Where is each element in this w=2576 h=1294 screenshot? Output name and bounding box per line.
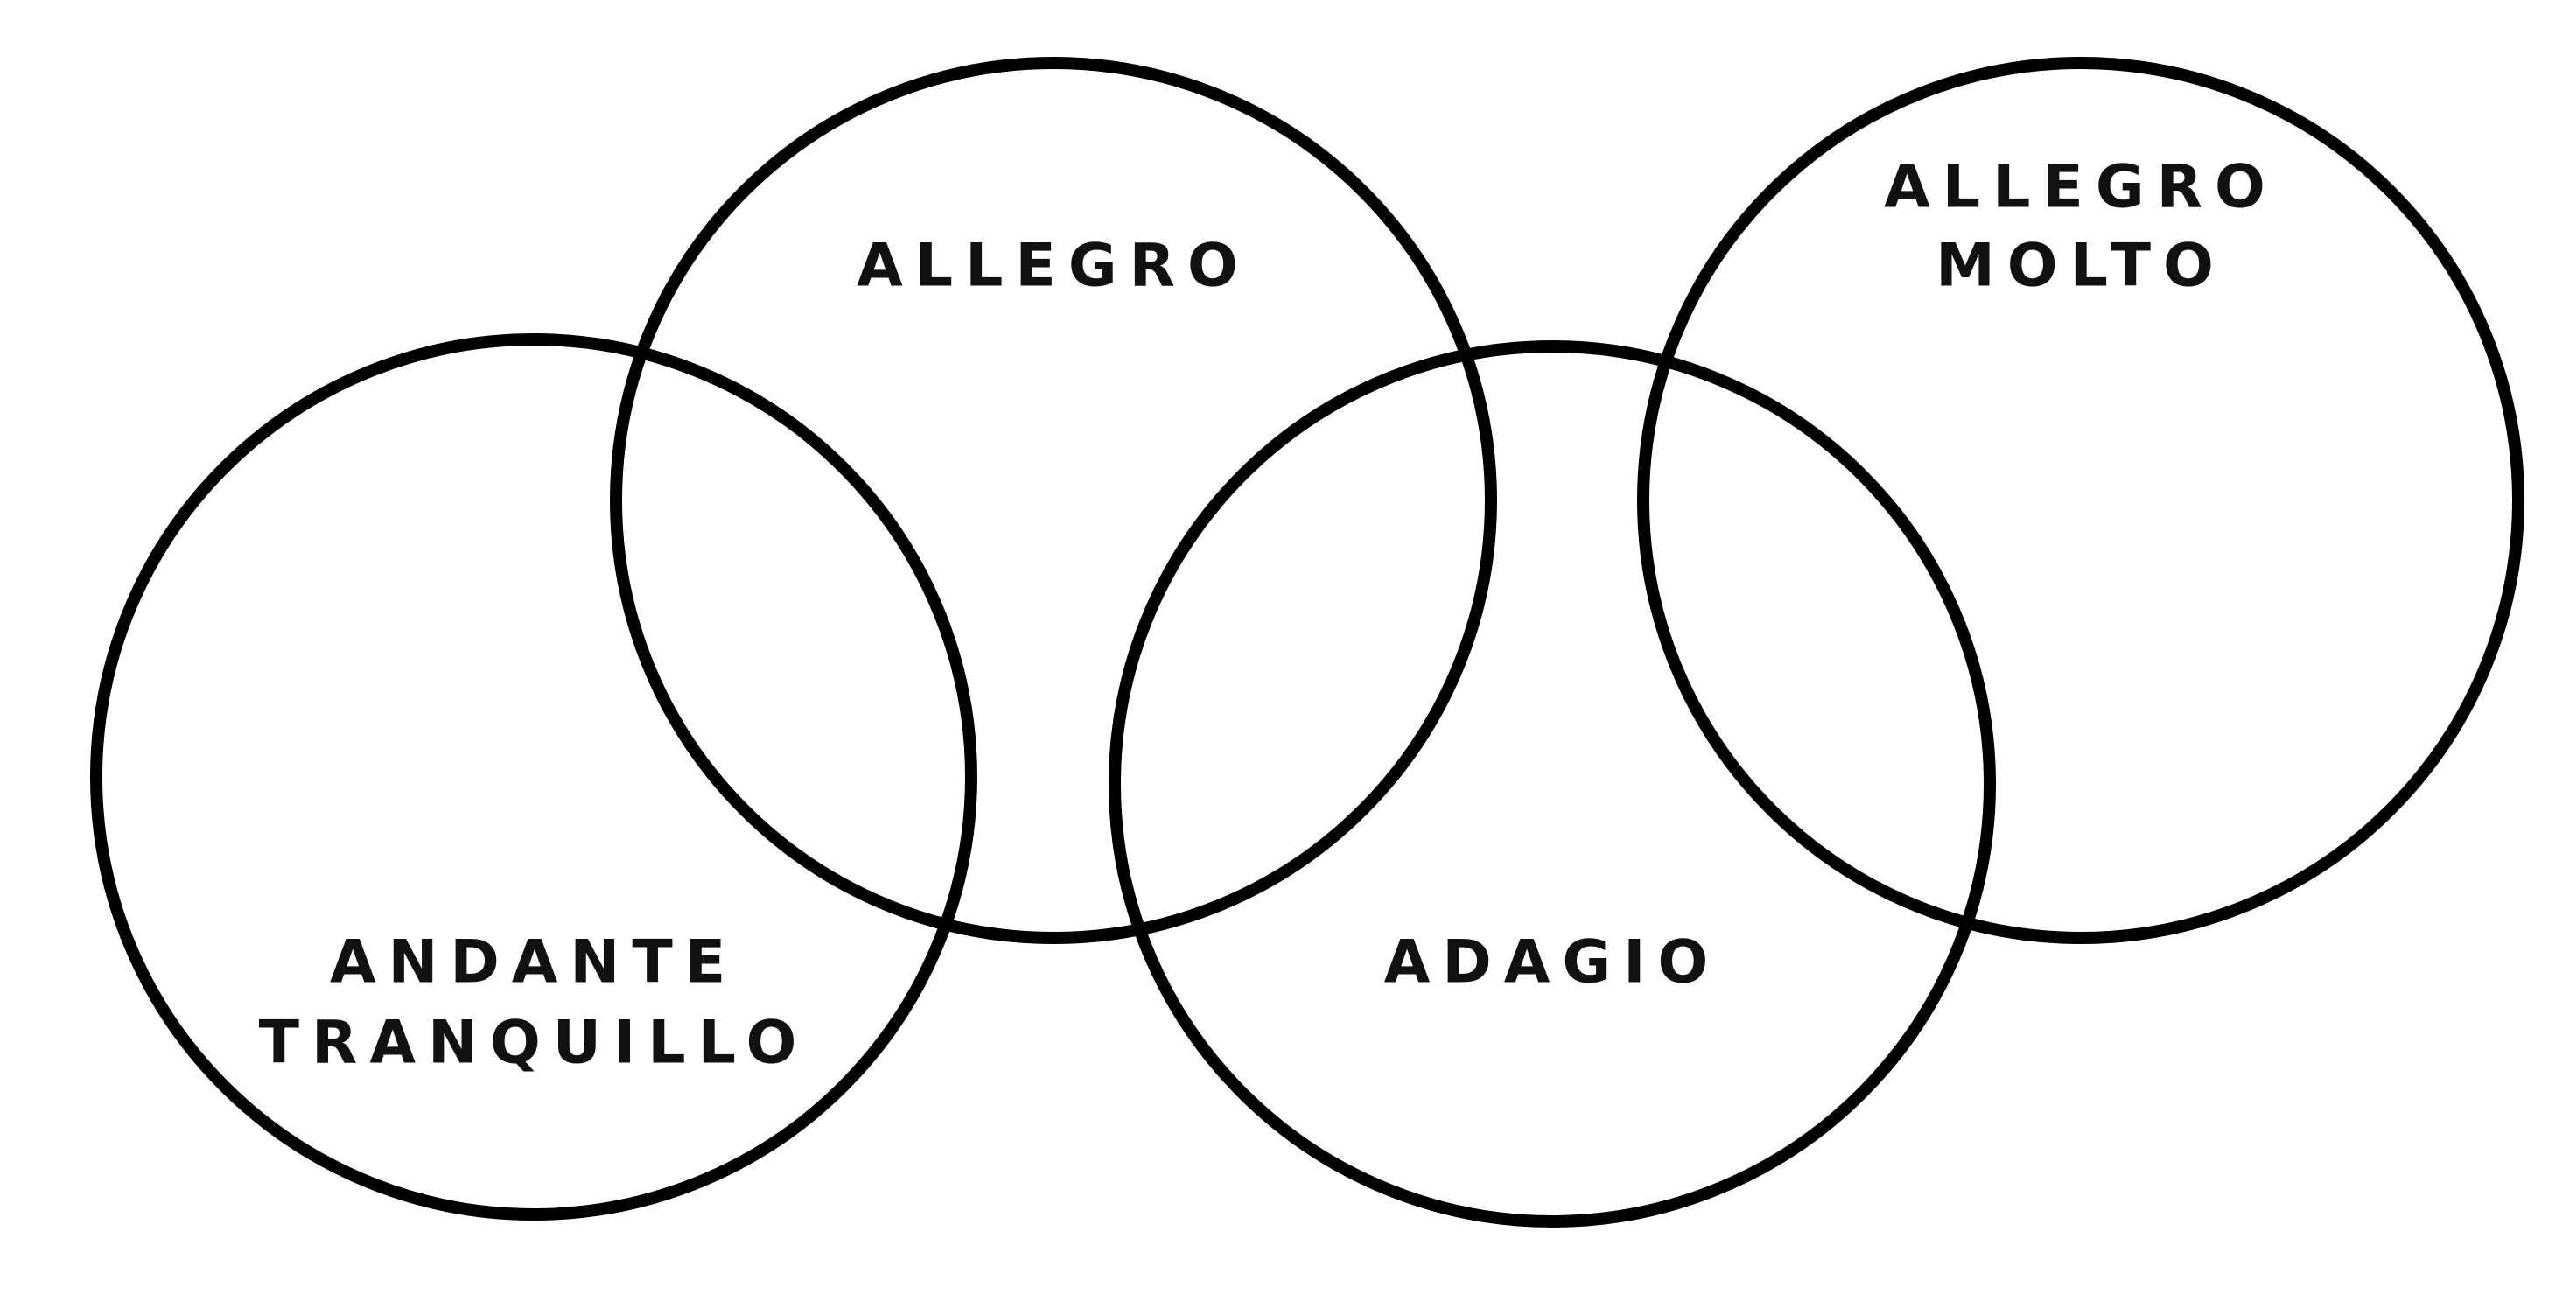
circle-allegro-molto: [1637, 57, 2524, 944]
circle-andante-tranquillo: [90, 333, 977, 1221]
label-adagio: ADAGIO: [1384, 928, 1721, 997]
label-andante: ANDANTE: [330, 928, 738, 997]
label-allegro-molto-line2: MOLTO: [1936, 232, 2226, 301]
circle-allegro: [610, 57, 1497, 944]
circle-adagio: [1109, 340, 1996, 1228]
label-allegro: ALLEGRO: [857, 232, 1250, 301]
label-allegro-molto-line1: ALLEGRO: [1884, 153, 2278, 222]
label-tranquillo: TRANQUILLO: [259, 1009, 809, 1078]
